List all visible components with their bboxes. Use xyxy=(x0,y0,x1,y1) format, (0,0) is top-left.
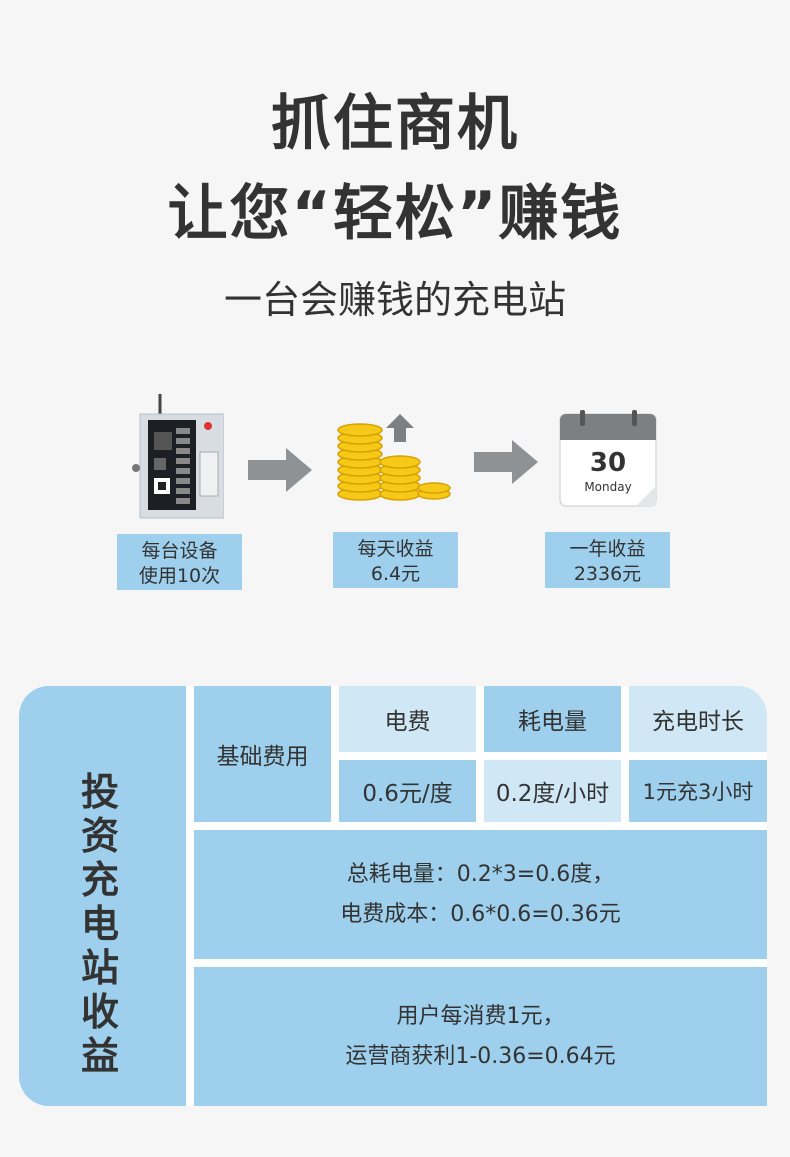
step-caption-line2: 6.4元 xyxy=(370,563,421,585)
header-duration: 充电时长 xyxy=(629,686,767,752)
value-duration: 1元充3小时 xyxy=(629,760,767,822)
calendar-icon xyxy=(559,410,657,507)
cost-calc-line2: 电费成本：0.6*0.6=0.36元 xyxy=(340,901,621,927)
value-electricity: 0.6元/度 xyxy=(339,760,476,822)
step-caption: 每天收益 6.4元 xyxy=(333,532,458,588)
calendar-day: 30 xyxy=(589,448,627,478)
headline-subtitle: 一台会赚钱的充电站 xyxy=(223,278,566,322)
calendar-weekday: Monday xyxy=(584,480,632,494)
header-consumption: 耗电量 xyxy=(484,686,621,752)
step-caption-line1: 每台设备 xyxy=(141,540,218,562)
base-cost-label: 基础费用 xyxy=(194,686,331,822)
side-title: 投资充电站收益 xyxy=(60,770,140,1078)
value-consumption: 0.2度/小时 xyxy=(484,760,621,822)
arrow-right-icon xyxy=(474,440,538,484)
profit-line1: 用户每消费1元， xyxy=(396,1003,565,1029)
gold-coins-icon xyxy=(337,414,451,501)
arrow-right-icon xyxy=(248,448,312,492)
profit-line2: 运营商获利1-0.36=0.64元 xyxy=(345,1043,616,1069)
step-caption: 一年收益 2336元 xyxy=(545,532,670,588)
cost-calc-line1: 总耗电量：0.2*3=0.6度， xyxy=(346,861,615,887)
step-caption-line2: 使用10次 xyxy=(138,565,221,587)
headline-line2: 让您“轻松”赚钱 xyxy=(167,179,623,249)
cost-calculation: 总耗电量：0.2*3=0.6度， 电费成本：0.6*0.6=0.36元 xyxy=(194,830,767,959)
profit-calculation: 用户每消费1元， 运营商获利1-0.36=0.64元 xyxy=(194,967,767,1106)
side-title-text: 投资充电站收益 xyxy=(80,770,119,1078)
charging-station-icon xyxy=(132,394,224,519)
step-caption-line1: 每天收益 xyxy=(357,538,434,560)
step-caption-line1: 一年收益 xyxy=(569,538,646,560)
step-caption-line2: 2336元 xyxy=(573,563,642,585)
step-caption: 每台设备 使用10次 xyxy=(117,534,242,590)
header-electricity: 电费 xyxy=(339,686,476,752)
headline-line1: 抓住商机 xyxy=(271,89,519,159)
